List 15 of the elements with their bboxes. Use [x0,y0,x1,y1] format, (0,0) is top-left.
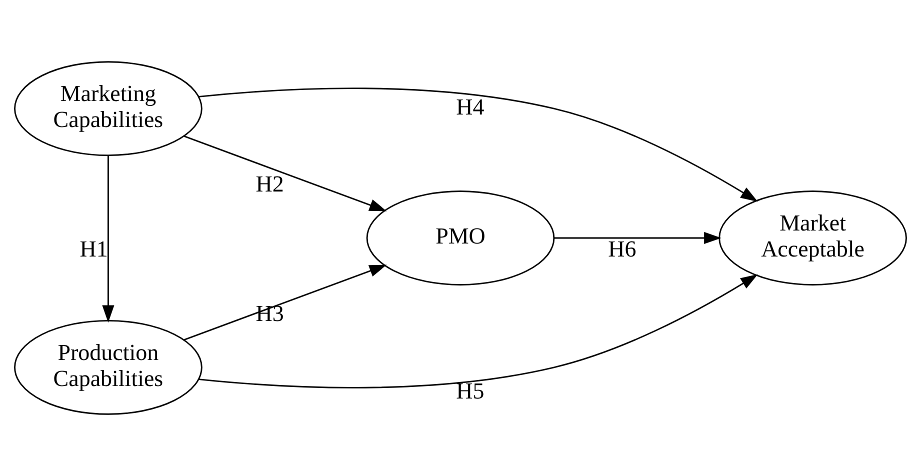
arrow [554,232,721,244]
edge-label: H3 [255,301,284,326]
arrow [198,274,758,388]
node-ellipse: Market Acceptable [718,190,906,286]
edge-label: H6 [608,236,636,262]
node-ellipse: Production Capabilities [14,320,202,415]
arrow [183,136,386,212]
edge-label: H5 [456,378,484,404]
node-ellipse: Marketing Capabilities [14,61,202,156]
arrow [198,88,758,202]
arrow [102,155,114,323]
edge-label: H2 [255,172,284,197]
edge-label: H4 [456,94,484,120]
arrow [183,264,386,340]
edge-label: H1 [79,236,108,262]
